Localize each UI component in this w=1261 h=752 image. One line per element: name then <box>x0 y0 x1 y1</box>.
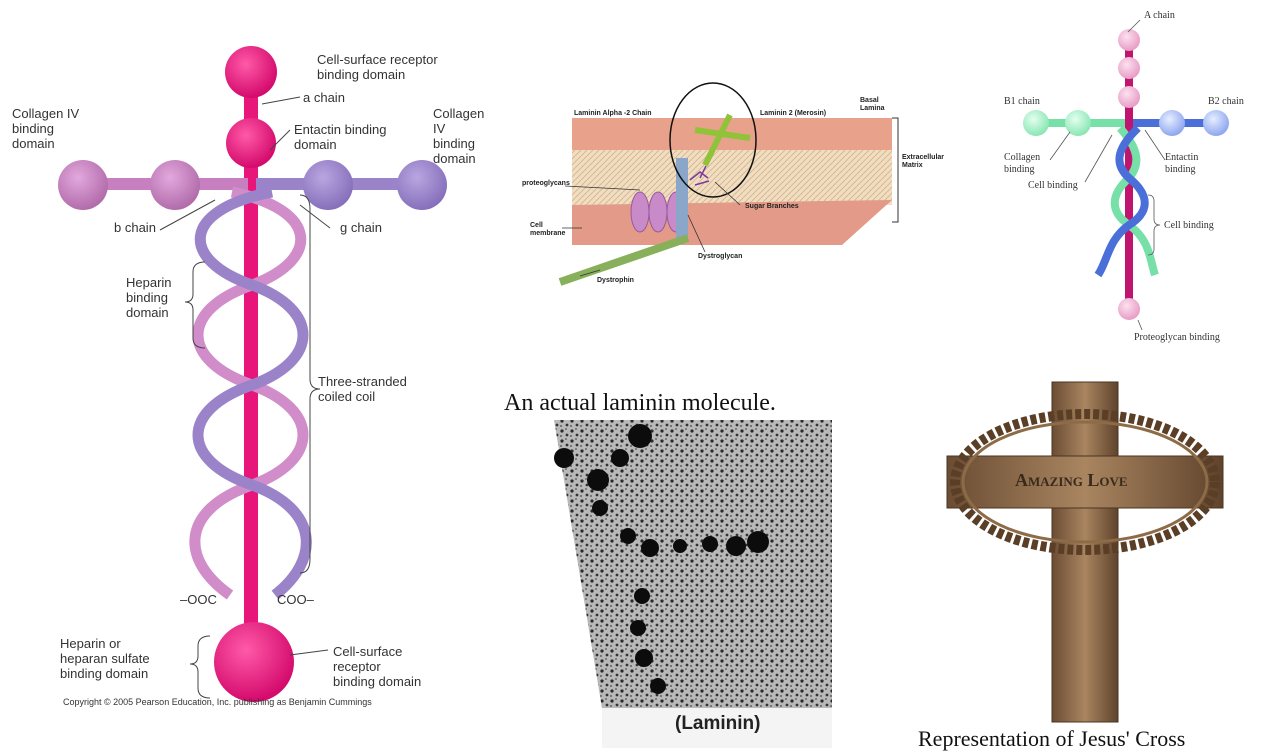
a-chain-right-label: A chain <box>1144 10 1175 22</box>
coo-terminus-label: COO– <box>277 592 314 607</box>
sugar-branches-label: Sugar Branches <box>745 203 799 210</box>
cell-surface-receptor-bottom-label: Cell-surface receptor binding domain <box>333 644 421 689</box>
micrograph-field <box>554 420 832 708</box>
collagen-domain-left-outer <box>58 160 108 210</box>
heparin-binding-label: Heparin binding domain <box>126 275 172 320</box>
b-chain-label: b chain <box>114 220 156 235</box>
extracellular-matrix-layer <box>572 150 892 205</box>
cell-membrane-label: Cell membrane <box>530 222 565 238</box>
proteoglycan-binding-label: Proteoglycan binding <box>1134 332 1220 344</box>
b1-domain <box>1065 110 1091 136</box>
b1-chain-label: B1 chain <box>1004 96 1040 108</box>
collagen-domain-right-outer <box>397 160 447 210</box>
b1-domain <box>1023 110 1049 136</box>
laminin-chain-diagram: A chain B1 chain B2 chain Collagen bindi… <box>990 0 1261 360</box>
dystroglycan-oval <box>649 192 667 232</box>
micrograph-image <box>540 418 832 748</box>
a-chain-domain <box>1118 57 1140 79</box>
collagen-binding-label: Collagen binding <box>1004 152 1040 176</box>
b2-domain <box>1203 110 1229 136</box>
proteoglycan-domain <box>1118 298 1140 320</box>
receptor-domain-top <box>225 46 277 98</box>
merosin-label: Laminin 2 (Merosin) <box>760 110 826 117</box>
basal-lamina-drawing <box>500 0 970 330</box>
cross-illustration: Amazing Love <box>925 370 1261 752</box>
basal-lamina-label: Basal Lamina <box>860 97 885 113</box>
a-chain-label: a chain <box>303 90 345 105</box>
laminin-structure-diagram: Cell-surface receptor binding domain a c… <box>0 0 500 752</box>
cell-surface-receptor-top-label: Cell-surface receptor binding domain <box>317 52 438 82</box>
collagen-domain-left-inner <box>150 160 200 210</box>
dystrophin-label: Dystrophin <box>597 277 634 284</box>
cell-binding-top-label: Cell binding <box>1028 180 1078 192</box>
ooc-terminus-label: –OOC <box>180 592 217 607</box>
laminin-label: (Laminin) <box>675 713 761 735</box>
laminin-micrograph: (Laminin) <box>540 418 832 748</box>
receptor-domain-bottom <box>214 622 294 702</box>
dystroglycan-rod <box>676 158 688 238</box>
a-chain-domain <box>1118 29 1140 51</box>
entactin-domain <box>226 118 276 168</box>
basal-lamina-diagram: Laminin Alpha -2 Chain Laminin 2 (Merosi… <box>500 0 970 330</box>
copyright-text: Copyright © 2005 Pearson Education, Inc.… <box>63 697 372 707</box>
heparin-sulfate-label: Heparin or heparan sulfate binding domai… <box>60 636 150 681</box>
amazing-love-banner: Amazing Love <box>1015 470 1128 491</box>
three-stranded-label: Three-stranded coiled coil <box>318 374 407 404</box>
cross-image <box>925 370 1261 752</box>
dystroglycan-oval <box>631 192 649 232</box>
collagen-left-label: Collagen IV binding domain <box>12 106 79 151</box>
b2-domain <box>1159 110 1185 136</box>
collagen-domain-right-inner <box>303 160 353 210</box>
entactin-binding-right-label: Entactin binding <box>1165 152 1198 176</box>
g-chain-label: g chain <box>340 220 382 235</box>
entactin-binding-label: Entactin binding domain <box>294 122 387 152</box>
cell-membrane-layer <box>572 200 892 245</box>
collagen-right-label: Collagen IV binding domain <box>433 106 500 166</box>
ecm-bracket <box>892 118 898 222</box>
a-chain-domain <box>1118 86 1140 108</box>
b2-chain-label: B2 chain <box>1208 96 1244 108</box>
cross-caption: Representation of Jesus' Cross <box>918 726 1185 752</box>
alpha2-chain-label: Laminin Alpha -2 Chain <box>574 110 652 117</box>
dystroglycan-label: Dystroglycan <box>698 253 742 260</box>
cell-binding-right-label: Cell binding <box>1164 220 1214 232</box>
ecm-label: Extracellular Matrix <box>902 154 944 170</box>
proteoglycans-label: proteoglycans <box>522 180 570 187</box>
micrograph-caption: An actual laminin molecule. <box>504 390 776 417</box>
